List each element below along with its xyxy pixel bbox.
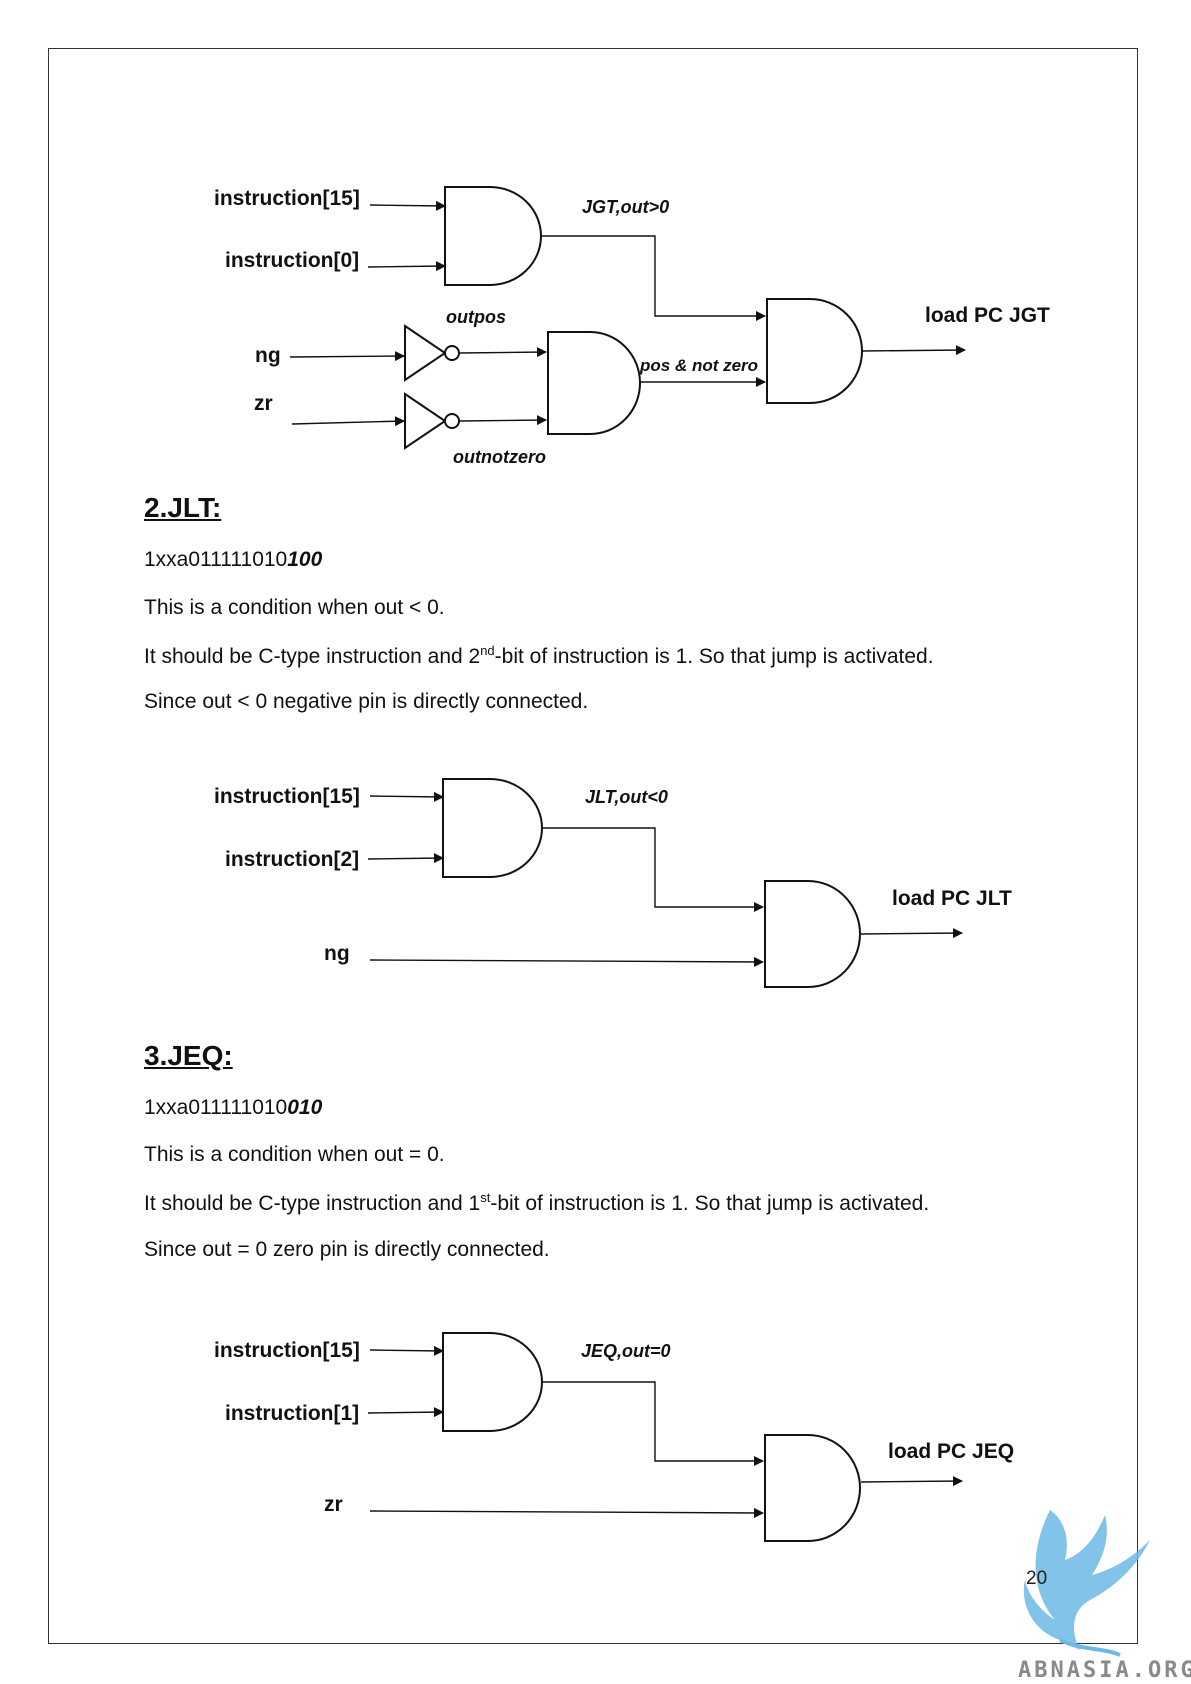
jlt-line-1: This is a condition when out < 0. [144,596,445,619]
page-border [48,48,1138,1644]
jlt-and-gate-2 [764,880,861,988]
jgt-and-gate-3 [766,298,863,404]
jeq-diagram: instruction[15] instruction[1] JEQ,out=0… [0,1307,1191,1547]
jlt-heading: 2.JLT: [144,492,222,523]
jgt-not1-label: outpos [446,307,506,327]
jlt-diagram: instruction[15] instruction[2] JLT,out<0… [0,760,1191,1000]
jeq-and-out-label: JEQ,out=0 [581,1341,671,1361]
jeq-input-b-label: instruction[1] [225,1402,359,1425]
jgt-not-gate-ng [404,324,447,382]
jgt-and-out-label: JGT,out>0 [582,197,669,217]
jgt-not2-label: outnotzero [453,447,546,467]
jlt-output-label: load PC JLT [892,887,1012,910]
jgt-and-gate-1 [444,186,542,286]
jeq-zr-label: zr [324,1493,343,1516]
jgt-input-a-label: instruction[15] [214,187,360,210]
jgt-zr-label: zr [254,392,273,415]
jeq-output-label: load PC JEQ [888,1440,1014,1463]
jlt-ng-label: ng [324,942,350,965]
jlt-and-gate-1 [442,778,543,878]
jeq-and-gate-1 [442,1332,543,1432]
jlt-line-3: Since out < 0 negative pin is directly c… [144,690,589,713]
bird-logo-watermark [1023,1510,1150,1657]
jlt-and-out-label: JLT,out<0 [585,787,668,807]
watermark-text: ABNASIA.ORG [1018,1658,1191,1683]
jgt-input-b-label: instruction[0] [225,249,359,272]
jeq-input-a-label: instruction[15] [214,1339,360,1362]
jgt-mid-label: pos & not zero [639,356,758,375]
jeq-line-2: It should be C-type instruction and 1st-… [144,1190,930,1215]
jlt-code: 1xxa011111010100 [144,548,323,571]
jgt-not-gate-zr [404,392,447,450]
jeq-line-1: This is a condition when out = 0. [144,1143,445,1166]
page-number: 20 [1026,1568,1048,1589]
jeq-heading: 3.JEQ: [144,1040,233,1071]
jgt-and-gate-2 [547,331,641,435]
jeq-and-gate-2 [764,1434,861,1542]
jgt-ng-label: ng [255,344,281,367]
jlt-input-b-label: instruction[2] [225,848,359,871]
jlt-line-2: It should be C-type instruction and 2nd-… [144,643,934,668]
jgt-diagram: instruction[15] instruction[0] JGT,out>0… [0,160,1191,470]
jeq-code: 1xxa011111010010 [144,1096,323,1119]
jgt-output-label: load PC JGT [925,304,1050,327]
jlt-input-a-label: instruction[15] [214,785,360,808]
jeq-line-3: Since out = 0 zero pin is directly conne… [144,1238,550,1261]
